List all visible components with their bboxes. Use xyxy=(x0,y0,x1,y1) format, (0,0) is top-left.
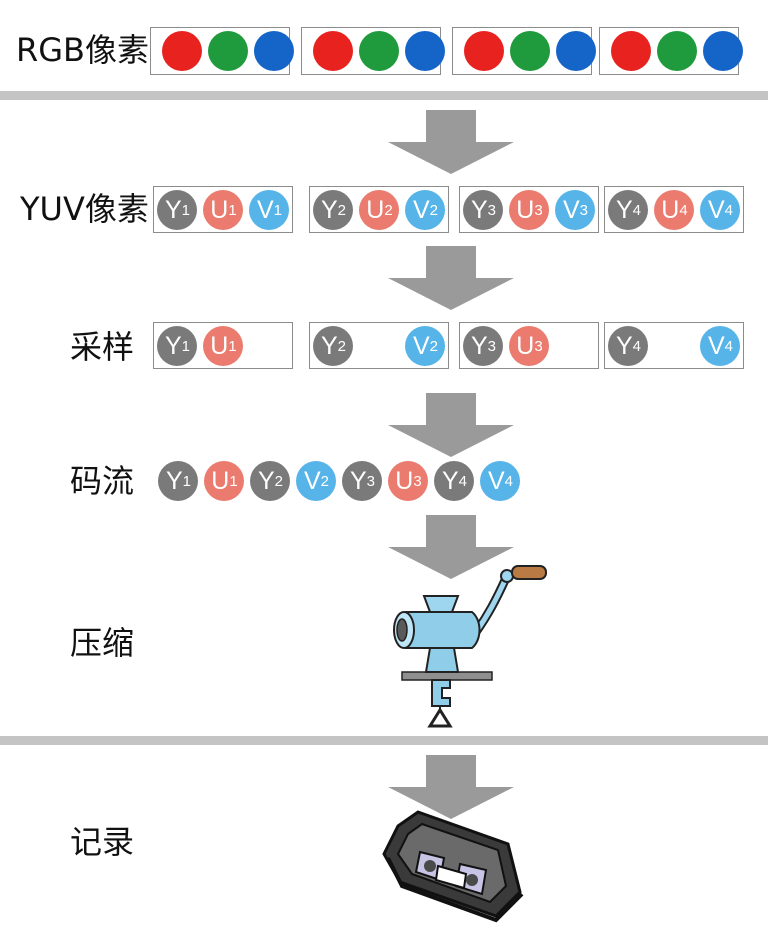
blue-subpixel-dot xyxy=(405,31,445,71)
bottom-separator xyxy=(0,736,768,745)
green-subpixel-dot xyxy=(510,31,550,71)
down-arrow-icon xyxy=(388,393,514,457)
down-arrow-icon xyxy=(388,246,514,310)
blue-subpixel-dot xyxy=(703,31,743,71)
yuv-pixels-label: YUV像素 xyxy=(20,190,149,228)
red-subpixel-dot xyxy=(313,31,353,71)
top-separator xyxy=(0,91,768,100)
meat-grinder-icon xyxy=(393,565,547,728)
recording-label: 记录 xyxy=(70,823,135,861)
down-arrow-icon xyxy=(388,110,514,174)
compression-label: 压缩 xyxy=(70,624,135,662)
green-subpixel-dot xyxy=(359,31,399,71)
blue-subpixel-dot xyxy=(254,31,294,71)
sampling-label: 采样 xyxy=(70,328,135,366)
down-arrow-icon xyxy=(388,515,514,579)
down-arrow-icon xyxy=(388,755,514,819)
green-subpixel-dot xyxy=(657,31,697,71)
videotape-icon xyxy=(382,810,524,923)
red-subpixel-dot xyxy=(464,31,504,71)
green-subpixel-dot xyxy=(208,31,248,71)
red-subpixel-dot xyxy=(611,31,651,71)
rgb-pixels-label: RGB像素 xyxy=(16,31,149,69)
bitstream-label: 码流 xyxy=(70,462,135,500)
blue-subpixel-dot xyxy=(556,31,596,71)
red-subpixel-dot xyxy=(162,31,202,71)
